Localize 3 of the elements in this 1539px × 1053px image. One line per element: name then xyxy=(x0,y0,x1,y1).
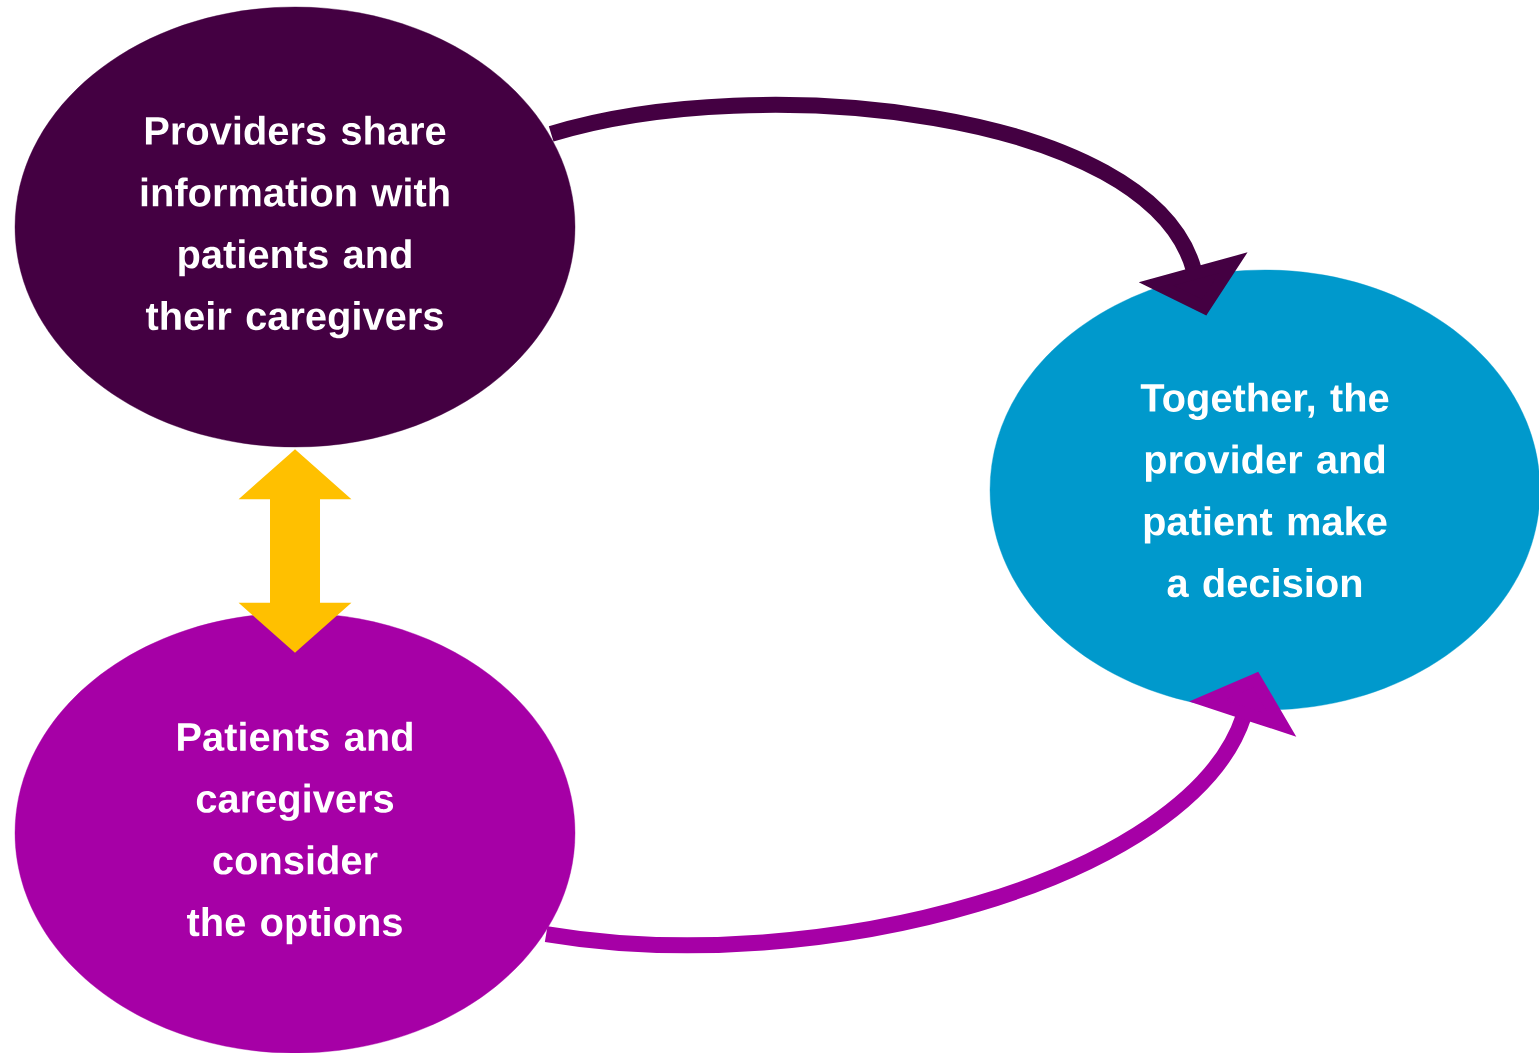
ellipse-node: Together, the provider and patient make a decision xyxy=(989,269,1539,711)
ellipse-node: Patients and caregivers consider the options xyxy=(14,612,576,1053)
ellipse-node: Providers share information with patients and their caregivers xyxy=(14,6,576,448)
